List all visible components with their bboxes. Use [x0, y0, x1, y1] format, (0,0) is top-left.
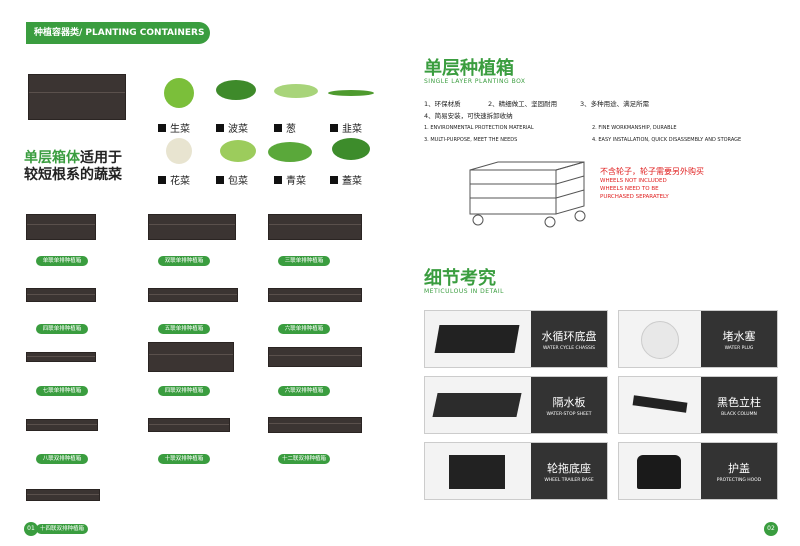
right-subtitle: SINGLE LAYER PLANTING BOX — [424, 78, 526, 85]
veg-label-5: 花菜 — [158, 172, 190, 187]
planting-box-line-drawing — [469, 161, 586, 228]
wheel-note-en-2: WHEELS NEED TO BE — [600, 186, 659, 192]
detail-subtitle: METICULOUS IN DETAIL — [424, 288, 504, 295]
product-image-13 — [26, 489, 100, 501]
wheel-note-en-3: PURCHASED SEPARATELY — [600, 194, 669, 200]
feature-cn-1: 1、环保材质 — [424, 100, 461, 108]
hero-planting-box-image — [28, 74, 126, 120]
product-image-2 — [148, 214, 236, 240]
product-label-13: 十四联双排种植箱 — [36, 524, 88, 534]
feature-en-3: 3. MULTI-PURPOSE, MEET THE NEEDS — [424, 137, 518, 143]
veg-label-6: 包菜 — [216, 172, 248, 187]
feature-cn-3: 3、多种用途、满足所需 — [580, 100, 650, 108]
veg-label-3: 葱 — [274, 120, 296, 135]
left-headline: 单层箱体适用于 较短根系的蔬菜 — [24, 150, 122, 183]
product-image-12 — [268, 417, 362, 433]
page-number-left: 01 — [24, 522, 38, 536]
wheel-note-cn: 不含轮子，轮子需要另外购买 — [600, 167, 704, 176]
veg-label-2: 波菜 — [216, 120, 248, 135]
veg-label-1: 生菜 — [158, 120, 190, 135]
feature-cn-4: 4、简易安装，可快速拆卸收纳 — [424, 112, 513, 120]
mustard-greens-image — [332, 138, 370, 160]
feature-en-1: 1. ENVIRONMENTAL PROTECTION MATERIAL — [424, 125, 534, 131]
cabbage-image — [220, 140, 256, 162]
cauliflower-image — [166, 138, 192, 164]
water-plug-image — [641, 321, 679, 359]
product-label-7: 七联单排种植箱 — [36, 386, 88, 396]
detail-title: 细节考究 — [424, 268, 496, 289]
spinach-image — [216, 80, 256, 100]
chassis-image — [434, 325, 520, 353]
veg-label-8: 蓋菜 — [330, 172, 362, 187]
product-image-9 — [268, 347, 362, 367]
product-image-6 — [268, 288, 362, 302]
product-label-12: 十二联双排种植箱 — [278, 454, 330, 464]
black-column-image — [632, 395, 688, 413]
product-label-9: 六联双排种植箱 — [278, 386, 330, 396]
product-label-10: 八联双排种植箱 — [36, 454, 88, 464]
product-label-4: 四联单排种植箱 — [36, 324, 88, 334]
product-label-6: 六联单排种植箱 — [278, 324, 330, 334]
chive-image — [328, 90, 374, 96]
page-number-right: 02 — [764, 522, 778, 536]
product-image-4 — [26, 288, 96, 302]
product-image-3 — [268, 214, 362, 240]
product-image-11 — [148, 418, 230, 432]
product-image-1 — [26, 214, 96, 240]
product-image-10 — [26, 419, 98, 431]
scallion-image — [274, 84, 318, 98]
product-label-3: 三联单排种植箱 — [278, 256, 330, 266]
feature-cn-2: 2、精细做工、坚固耐用 — [488, 100, 558, 108]
water-stop-sheet-image — [432, 393, 522, 417]
feature-en-2: 2. FINE WORKMANSHIP, DURABLE — [592, 125, 677, 131]
protecting-hood-image — [637, 455, 681, 489]
product-label-8: 四联双排种植箱 — [158, 386, 210, 396]
product-label-5: 五联单排种植箱 — [158, 324, 210, 334]
wheel-note-en-1: WHEELS NOT INCLUDED — [600, 178, 667, 184]
product-label-2: 双联单排种植箱 — [158, 256, 210, 266]
product-label-11: 十联双排种植箱 — [158, 454, 210, 464]
product-image-7 — [26, 352, 96, 362]
right-title: 单层种植箱 — [424, 58, 514, 79]
veg-label-7: 青菜 — [274, 172, 306, 187]
vegetable-grid: 生菜 波菜 葱 韭菜 花菜 包菜 青菜 蓋菜 — [150, 72, 390, 190]
product-image-8 — [148, 342, 234, 372]
veg-label-4: 韭菜 — [330, 120, 362, 135]
section-header: 种植容器类/ PLANTING CONTAINERS — [26, 22, 210, 44]
bokchoy-image — [268, 142, 312, 162]
wheel-trailer-base-image — [449, 455, 505, 489]
product-label-1: 单联单排种植箱 — [36, 256, 88, 266]
lettuce-image — [164, 78, 194, 108]
feature-en-4: 4. EASY INSTALLATION, QUICK DISASSEMBLY … — [592, 137, 742, 143]
product-image-5 — [148, 288, 238, 302]
